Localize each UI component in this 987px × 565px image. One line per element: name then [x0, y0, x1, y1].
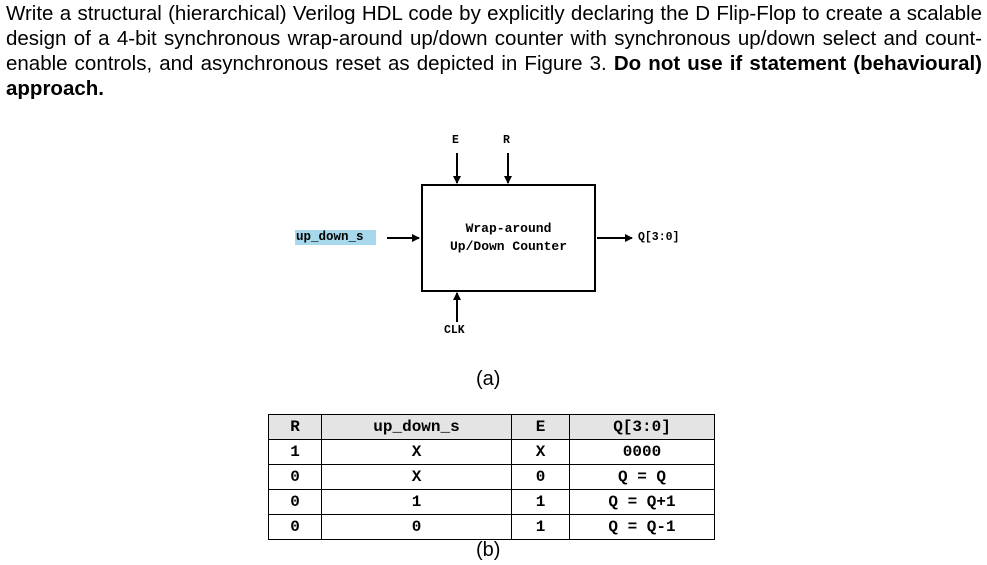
header-r: R [268, 414, 322, 440]
cell-e: 0 [511, 464, 570, 490]
caption-a: (a) [476, 368, 501, 390]
cell-r: 0 [268, 464, 322, 490]
label-up-down-s: up_down_s [296, 230, 364, 244]
label-e: E [452, 134, 459, 147]
label-clk: CLK [444, 324, 465, 337]
table-row: 1 X X 0000 [268, 439, 715, 465]
table-header-row: R up_down_s E Q[3:0] [268, 414, 715, 440]
header-e: E [511, 414, 570, 440]
table-row: 0 X 0 Q = Q [268, 464, 715, 490]
label-r: R [503, 134, 510, 147]
cell-up-down-s: X [321, 464, 512, 490]
cell-q: 0000 [569, 439, 715, 465]
updown-highlight [295, 230, 376, 245]
truth-table: R up_down_s E Q[3:0] 1 X X 0000 0 X 0 Q … [268, 414, 715, 540]
cell-q: Q = Q-1 [569, 514, 715, 540]
cell-q: Q = Q+1 [569, 489, 715, 515]
question-text: Write a structural (hierarchical) Verilo… [6, 1, 982, 101]
cell-e: 1 [511, 514, 570, 540]
cell-e: 1 [511, 489, 570, 515]
counter-block: Wrap-around Up/Down Counter [421, 184, 596, 292]
caption-b: (b) [476, 539, 501, 561]
header-up-down-s: up_down_s [321, 414, 512, 440]
question-constraint: Do not use if statement (behavioural) ap… [6, 52, 982, 100]
question-body: Write a structural (hierarchical) Verilo… [6, 2, 982, 75]
cell-q: Q = Q [569, 464, 715, 490]
block-label-line1: Wrap-around [465, 221, 552, 236]
header-q: Q[3:0] [569, 414, 715, 440]
cell-up-down-s: 1 [321, 489, 512, 515]
cell-up-down-s: 0 [321, 514, 512, 540]
cell-r: 0 [268, 489, 322, 515]
block-label-line2: Up/Down Counter [449, 239, 568, 254]
cell-e: X [511, 439, 570, 465]
cell-up-down-s: X [321, 439, 512, 465]
cell-r: 1 [268, 439, 322, 465]
label-q-output: Q[3:0] [638, 231, 680, 244]
table-row: 0 1 1 Q = Q+1 [268, 489, 715, 515]
cell-r: 0 [268, 514, 322, 540]
table-row: 0 0 1 Q = Q-1 [268, 514, 715, 540]
